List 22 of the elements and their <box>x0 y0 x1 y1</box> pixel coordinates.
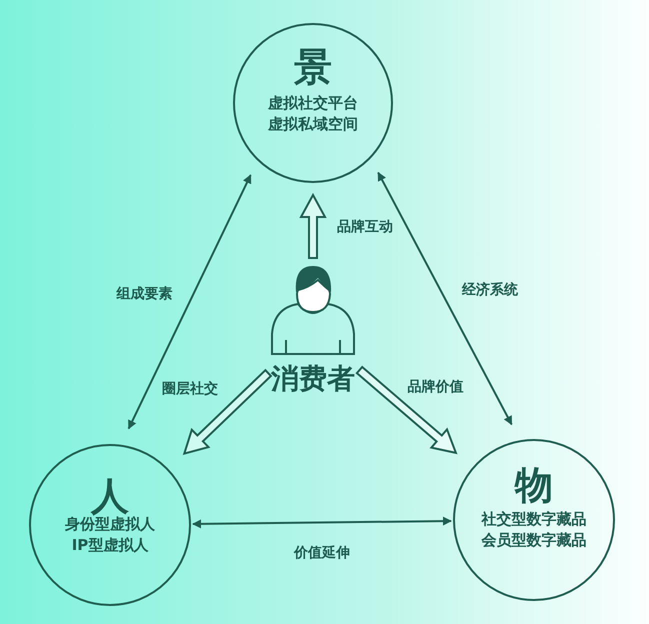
double-arrow <box>192 516 452 528</box>
circle <box>29 444 191 606</box>
circle-text: 身份型虚拟人IP型虚拟人 <box>64 515 156 556</box>
circle-title: 景 <box>293 45 333 89</box>
edge-label: 品牌价值 <box>408 378 464 396</box>
edge-label: 组成要素 <box>116 284 173 303</box>
circle-title: 物 <box>513 463 554 507</box>
circle <box>453 439 615 601</box>
hollow-arrow <box>355 366 458 454</box>
edge-label: 圈层社交 <box>162 380 218 398</box>
person-label: 消费者 <box>270 362 356 396</box>
edge-label: 价值延伸 <box>294 544 350 562</box>
edge-label: 品牌互动 <box>337 218 393 236</box>
edge-label: 经济系统 <box>462 281 518 300</box>
circle-title: 人 <box>90 474 129 518</box>
circle-text: 虚拟社交平台虚拟私域空间 <box>267 93 359 135</box>
hollow-arrow <box>182 368 272 456</box>
double-arrow <box>128 174 252 430</box>
double-arrow <box>377 172 512 426</box>
hollow-arrow <box>299 192 327 259</box>
circle <box>233 23 393 183</box>
circle-text: 社交型数字藏品会员型数字藏品 <box>480 509 588 551</box>
